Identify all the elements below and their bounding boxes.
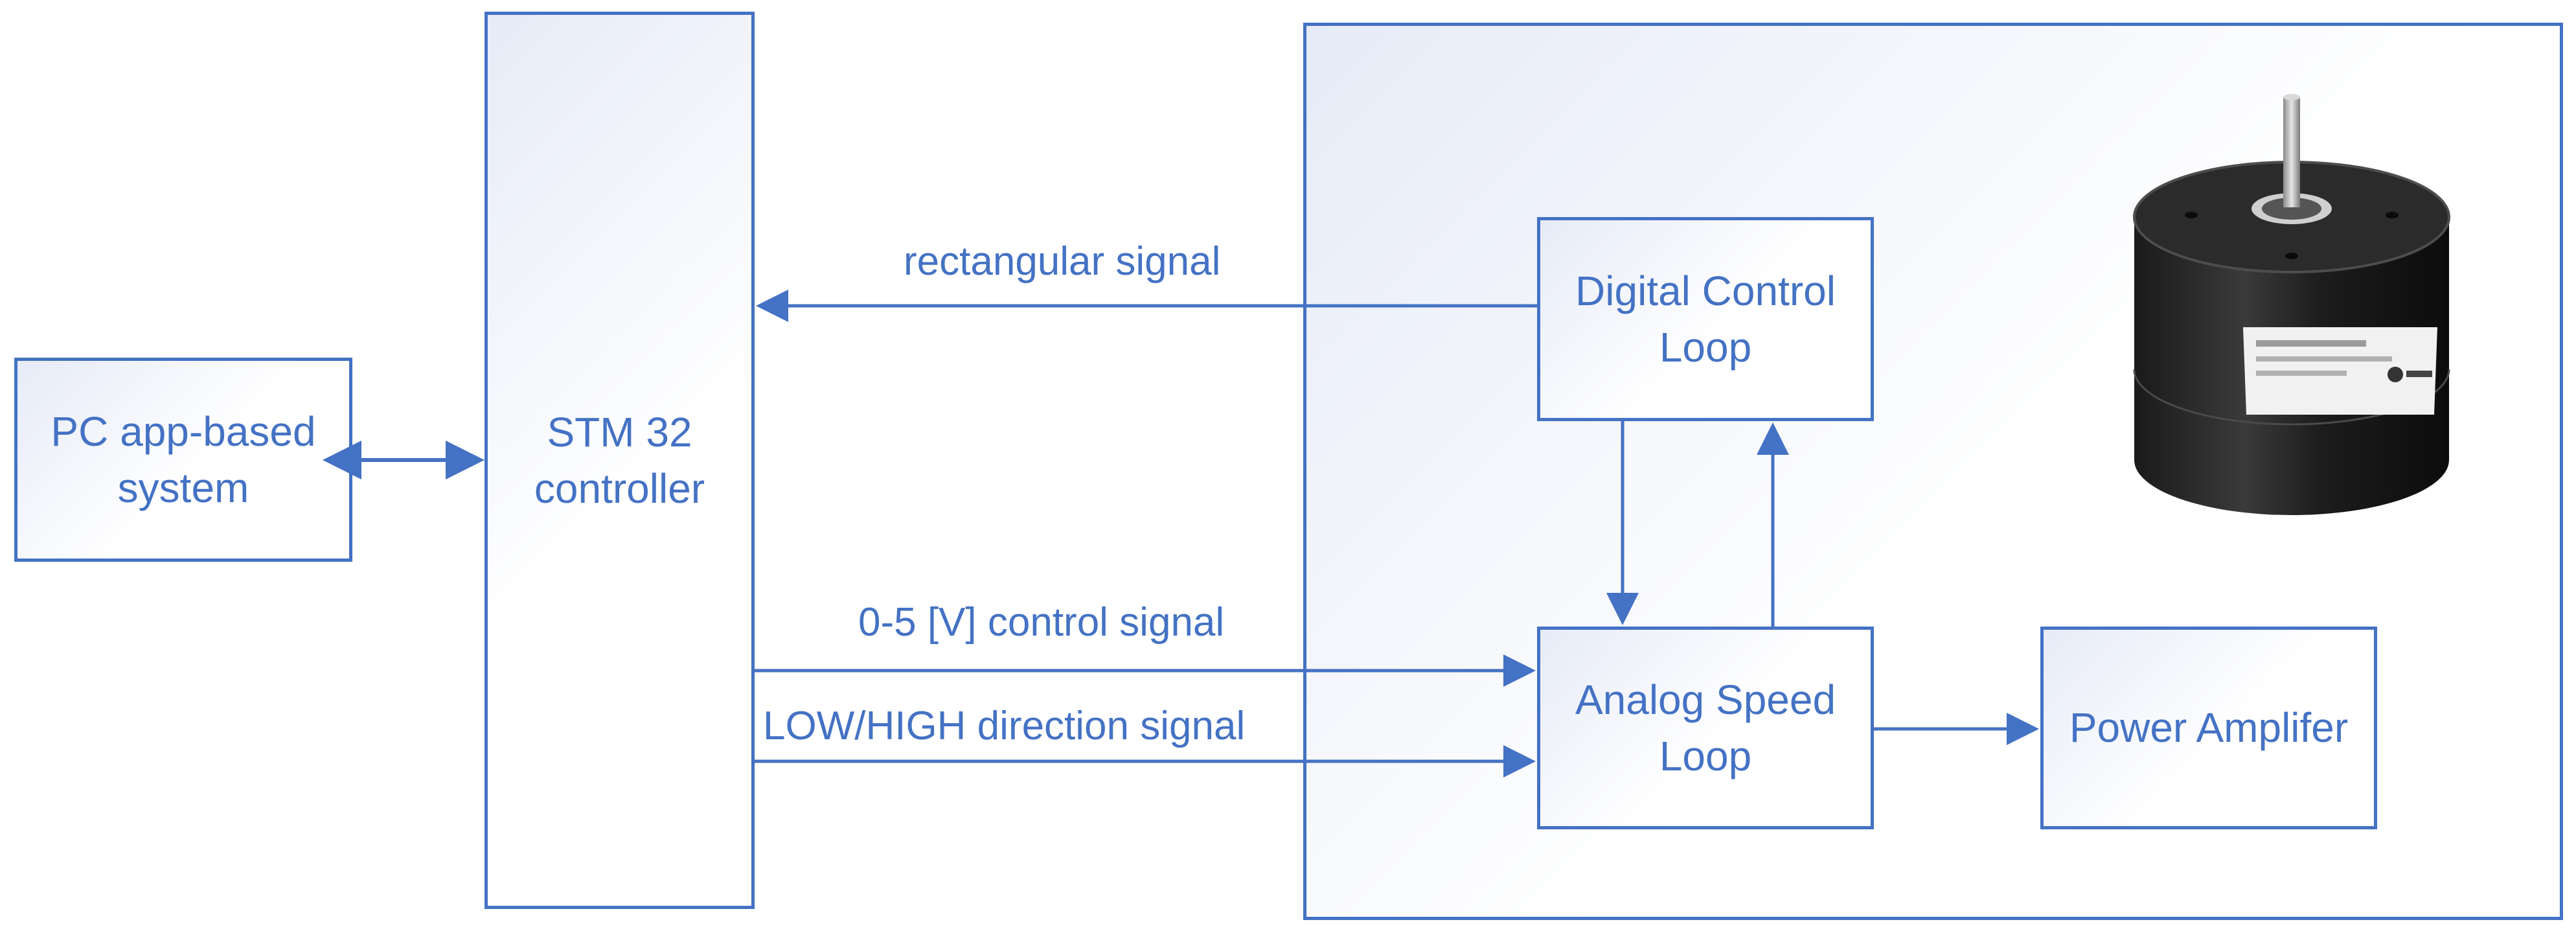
pc-system-block: PC app-based system: [14, 358, 352, 562]
stm32-label: STM 32 controller: [534, 409, 705, 512]
direction-signal-label: LOW/HIGH direction signal: [763, 704, 1246, 748]
brushless-motor-icon: [2133, 94, 2450, 515]
power-amplifier-block: Power Amplifer: [2040, 627, 2377, 829]
rectangular-signal-label: rectangular signal: [904, 239, 1221, 284]
digital-control-loop-label: Digital Control Loop: [1575, 268, 1836, 371]
analog-speed-loop-label: Analog Speed Loop: [1575, 676, 1836, 779]
analog-speed-loop-block: Analog Speed Loop: [1537, 627, 1874, 829]
control-signal-label: 0-5 [V] control signal: [858, 600, 1225, 645]
stm32-block: STM 32 controller: [484, 12, 755, 909]
digital-control-loop-block: Digital Control Loop: [1537, 217, 1874, 421]
pc-system-label: PC app-based system: [51, 408, 316, 511]
power-amplifier-label: Power Amplifer: [2069, 704, 2349, 752]
